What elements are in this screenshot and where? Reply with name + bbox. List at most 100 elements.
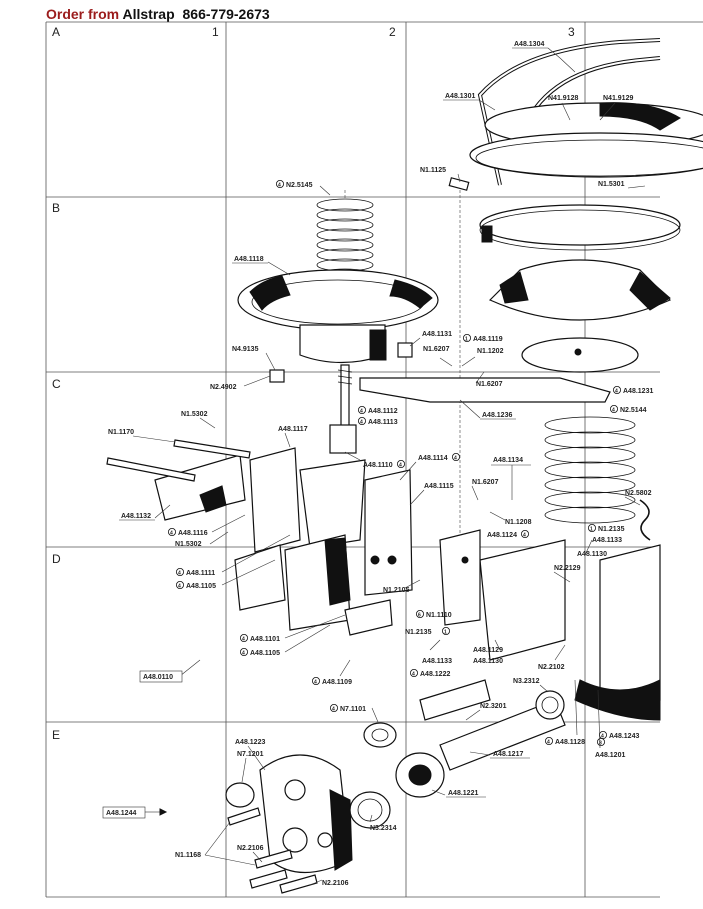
marker-a48-1111: 4 xyxy=(175,568,184,577)
label-a48-1119: A48.1119 xyxy=(473,336,503,343)
label-n1-5302-top: N1.5302 xyxy=(181,411,208,418)
label-a48-1223: A48.1223 xyxy=(235,739,265,746)
marker-n1-2135-top: 1 xyxy=(588,524,597,533)
svg-text:4: 4 xyxy=(399,463,402,469)
row-label-c: C xyxy=(52,377,61,391)
marker-a48-1105-low: 4 xyxy=(239,648,248,657)
label-n1-1170: N1.1170 xyxy=(108,429,134,436)
label-a48-1231: A48.1231 xyxy=(623,388,653,395)
row-label-a: A xyxy=(52,25,60,39)
svg-text:4: 4 xyxy=(547,740,550,746)
label-n1-2135-low: N1.2135 xyxy=(405,629,432,636)
label-n41-9129: N41.9129 xyxy=(603,95,633,102)
label-a48-1124: A48.1124 xyxy=(487,532,517,539)
svg-text:1: 1 xyxy=(465,337,468,343)
label-n1-1168: N1.1168 xyxy=(175,852,201,859)
svg-text:8: 8 xyxy=(599,741,602,747)
marker-a48-1114: 4 xyxy=(451,452,460,462)
label-n1-6207-top: N1.6207 xyxy=(423,346,450,353)
label-n2-2106-right: N2.2106 xyxy=(322,880,349,887)
label-a48-1201: A48.1201 xyxy=(595,752,625,759)
svg-text:4: 4 xyxy=(178,584,181,590)
label-n1-1202: N1.1202 xyxy=(477,348,504,355)
label-a48-1131: A48.1131 xyxy=(422,331,452,338)
label-a48-1217: A48.1217 xyxy=(493,751,523,758)
label-n1-1208: N1.1208 xyxy=(505,519,532,526)
label-a48-1244: A48.1244 xyxy=(106,810,136,817)
label-n2-2129: N2.2129 xyxy=(554,565,581,572)
label-a48-1132: A48.1132 xyxy=(121,513,151,520)
label-a48-1105-top: A48.1105 xyxy=(186,583,216,590)
svg-text:4: 4 xyxy=(242,651,245,657)
svg-text:4: 4 xyxy=(314,680,317,686)
label-n3-2314: N3.2314 xyxy=(370,825,397,832)
svg-text:4: 4 xyxy=(523,533,526,539)
svg-text:6: 6 xyxy=(418,613,421,619)
label-n2-5145: N2.5145 xyxy=(286,182,313,189)
svg-text:4: 4 xyxy=(278,183,281,189)
marker-a48-1124: 4 xyxy=(521,530,530,539)
label-n2-2102: N2.2102 xyxy=(538,664,565,671)
label-n1-1110: N1.1110 xyxy=(426,612,452,619)
column-label-2: 2 xyxy=(389,25,396,39)
marker-n1-1110: 6 xyxy=(415,610,424,619)
part-drawings xyxy=(106,38,703,894)
marker-n2-5145: 4 xyxy=(275,179,284,189)
label-a48-0110: A48.0110 xyxy=(143,674,173,681)
label-a48-1110: A48.1110 xyxy=(363,462,393,469)
marker-a48-1101: 4 xyxy=(239,634,248,643)
label-a48-1114: A48.1114 xyxy=(418,455,448,462)
label-n41-9128: N41.9128 xyxy=(548,95,578,102)
marker-n2-5144: 4 xyxy=(610,404,619,414)
label-n7-1201: N7.1201 xyxy=(237,751,264,758)
label-n1-1125: N1.1125 xyxy=(420,167,446,174)
label-a48-1129: A48.1129 xyxy=(473,647,503,654)
label-a48-1101: A48.1101 xyxy=(250,636,280,643)
label-a48-1133-low: A48.1133 xyxy=(422,658,452,665)
label-a48-1117: A48.1117 xyxy=(278,426,308,433)
spring-lower xyxy=(544,416,636,524)
row-label-e: E xyxy=(52,728,60,742)
svg-text:4: 4 xyxy=(332,707,335,713)
phone-number[interactable]: 866-779-2673 xyxy=(182,6,270,22)
marker-a48-1128: 4 xyxy=(545,737,554,746)
marker-a48-1119: 1 xyxy=(462,333,471,343)
marker-n7-1101: 4 xyxy=(329,704,338,713)
svg-text:4: 4 xyxy=(412,672,415,678)
part-labels: A48.1304 A48.1301 N41.9128 N41.9129 N1.1… xyxy=(102,41,653,887)
marker-n1-2135-low: 1 xyxy=(441,627,450,636)
label-n2-2106-left: N2.2106 xyxy=(237,845,264,852)
label-n1-6207-low: N1.6207 xyxy=(472,479,499,486)
label-n1-5301: N1.5301 xyxy=(598,181,625,188)
svg-text:4: 4 xyxy=(612,408,615,414)
order-header: Order from Allstrap 866-779-2673 xyxy=(46,6,270,24)
marker-a48-1112: 4 xyxy=(357,405,366,415)
company-name: Allstrap xyxy=(122,6,175,22)
svg-text:4: 4 xyxy=(242,637,245,643)
marker-a48-1231: 4 xyxy=(613,385,622,395)
marker-a48-1113: 4 xyxy=(357,416,366,426)
label-a48-1301: A48.1301 xyxy=(445,93,475,100)
label-n4-9135: N4.9135 xyxy=(232,346,259,353)
order-prefix: Order from xyxy=(46,6,120,22)
label-n2-4902: N2.4902 xyxy=(210,384,237,391)
svg-text:1: 1 xyxy=(590,527,593,533)
label-n2-3201: N2.3201 xyxy=(480,703,507,710)
label-a48-1222: A48.1222 xyxy=(420,671,450,678)
label-a48-1130-top: A48.1130 xyxy=(577,551,607,558)
marker-a48-1222: 4 xyxy=(409,669,418,678)
label-n1-2105: N1.2105 xyxy=(383,587,410,594)
label-a48-1243: A48.1243 xyxy=(609,733,639,740)
svg-text:4: 4 xyxy=(615,389,618,395)
label-a48-1133-top: A48.1133 xyxy=(592,537,622,544)
label-a48-1111: A48.1111 xyxy=(186,570,215,577)
column-label-3: 3 xyxy=(568,25,575,39)
svg-text:4: 4 xyxy=(360,409,363,415)
label-a48-1115: A48.1115 xyxy=(424,483,454,490)
label-a48-1113: A48.1113 xyxy=(368,419,398,426)
label-n1-6207-mid: N1.6207 xyxy=(476,381,503,388)
label-n2-5144: N2.5144 xyxy=(620,407,647,414)
label-n1-2135-top: N1.2135 xyxy=(598,526,625,533)
label-a48-1134: A48.1134 xyxy=(493,457,523,464)
svg-text:1: 1 xyxy=(444,630,447,636)
